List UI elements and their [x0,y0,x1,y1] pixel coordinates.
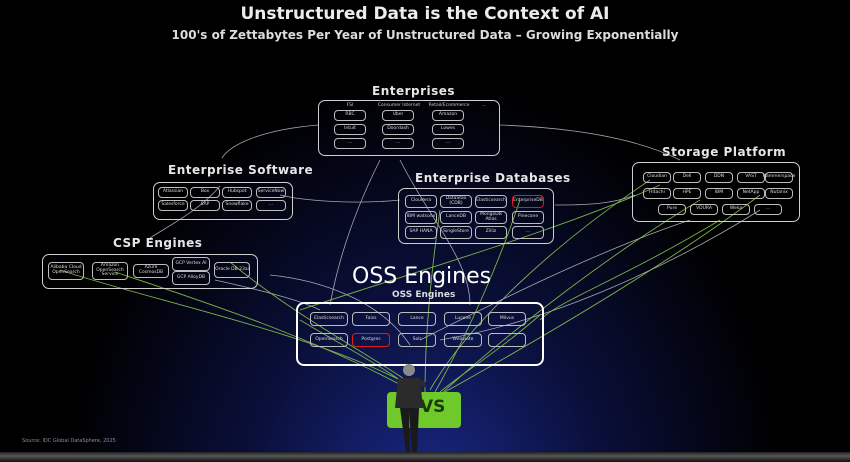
source-citation: Source: IDC Global DataSphere, 2025 [22,438,116,444]
chip: DDN [705,172,733,183]
chip: ... [256,200,286,211]
chip: DataStax (CDB) [440,195,472,208]
more-indicator: ... [481,103,487,108]
enterprise-databases-box [398,188,554,244]
chip: Cloudian [643,172,671,183]
chip: Lowes [432,124,464,135]
chip: Azure CosmosDB [133,264,169,278]
chip: ... [754,204,782,215]
chip: RBC [334,110,366,121]
chip: Alibaba Cloud OpenSearch [48,262,84,280]
chip: Elasticsearch [310,312,348,326]
chip: ... [432,138,464,149]
enterprise-software-box [153,182,293,220]
column-header: FSI [346,103,354,108]
chip: Pure [658,204,686,215]
oss-engines-title: OSS Engines [392,290,456,300]
chip: MongoDB Atlas [475,211,507,224]
csp-engines-box [42,254,258,289]
chip: Solr [398,333,436,347]
chip: SingleStore [440,226,472,239]
chip: Milvus [488,312,526,326]
chip: ServiceNow [256,187,286,198]
chip: Lance [398,312,436,326]
storage-platform-title: Storage Platform [662,145,787,159]
chip: Pinecone [512,211,544,224]
chip: GCP AlloyDB [172,271,210,285]
csp-engines-title: CSP Engines [113,236,203,250]
column-header: Consumer Internet [377,103,421,108]
chip: SAP [190,200,220,211]
chip: Hubspot [222,187,252,198]
chip: ... [382,138,414,149]
chip: Amazon OpenSearch Service [92,262,128,280]
chip: Oracle DB 23ai [214,262,250,278]
chip: Salesforce [158,200,188,211]
chip: Hitachi [643,188,671,199]
chip: Faiss [352,312,390,326]
chip: HPE [673,188,701,199]
chip: ... [512,226,544,239]
enterprise-databases-title: Enterprise Databases [415,171,571,185]
chip: Atlassian [158,187,188,198]
chip: Box [190,187,220,198]
enterprises-title: Enterprises [372,84,456,98]
highlighted-chip: Postgres [352,333,390,347]
chip: Nutanix [765,188,793,199]
chip: NetApp [737,188,765,199]
chip: Weaviate [444,333,482,347]
slide-title: Unstructured Data is the Context of AI [240,4,610,24]
enterprises-box [318,100,500,156]
enterprise-software-title: Enterprise Software [168,163,314,177]
chip: Cloudera [405,195,437,208]
chip: Uber [382,110,414,121]
chip: Intuit [334,124,366,135]
chip: GCP Vertex AI [172,257,210,271]
chip: LanceDB [440,211,472,224]
chip: ... [334,138,366,149]
chip: SAP HANA [405,226,437,239]
chip: Dell [673,172,701,183]
slide-subtitle: 100's of Zettabytes Per Year of Unstruct… [171,28,679,42]
chip: VDURA [690,204,718,215]
chip: Zilliz [475,226,507,239]
presenter-figure [395,364,426,452]
stage-floor [0,452,850,462]
chip: Amazon [432,110,464,121]
oss-engines-box [296,302,544,366]
chip: Lucene [444,312,482,326]
chip: IBM [705,188,733,199]
storage-platform-box [632,162,800,222]
chip: Weka [722,204,750,215]
chip: Snowflake [222,200,252,211]
chip: OpenSearch [310,333,348,347]
chip: ... [488,333,526,347]
chip: Elasticsearch [475,195,507,208]
chip: IBM watsonx [405,211,437,224]
chip: Hammerspace [763,172,795,183]
column-header: Retail/Ecommerce [428,103,470,108]
chip: VAST [737,172,765,183]
chip: Doordash [382,124,414,135]
highlighted-chip: EnterpriseDB [512,195,544,208]
cuvs-label: VS [420,397,446,417]
oss-engines-overlay-label: OSS Engines [352,264,492,289]
